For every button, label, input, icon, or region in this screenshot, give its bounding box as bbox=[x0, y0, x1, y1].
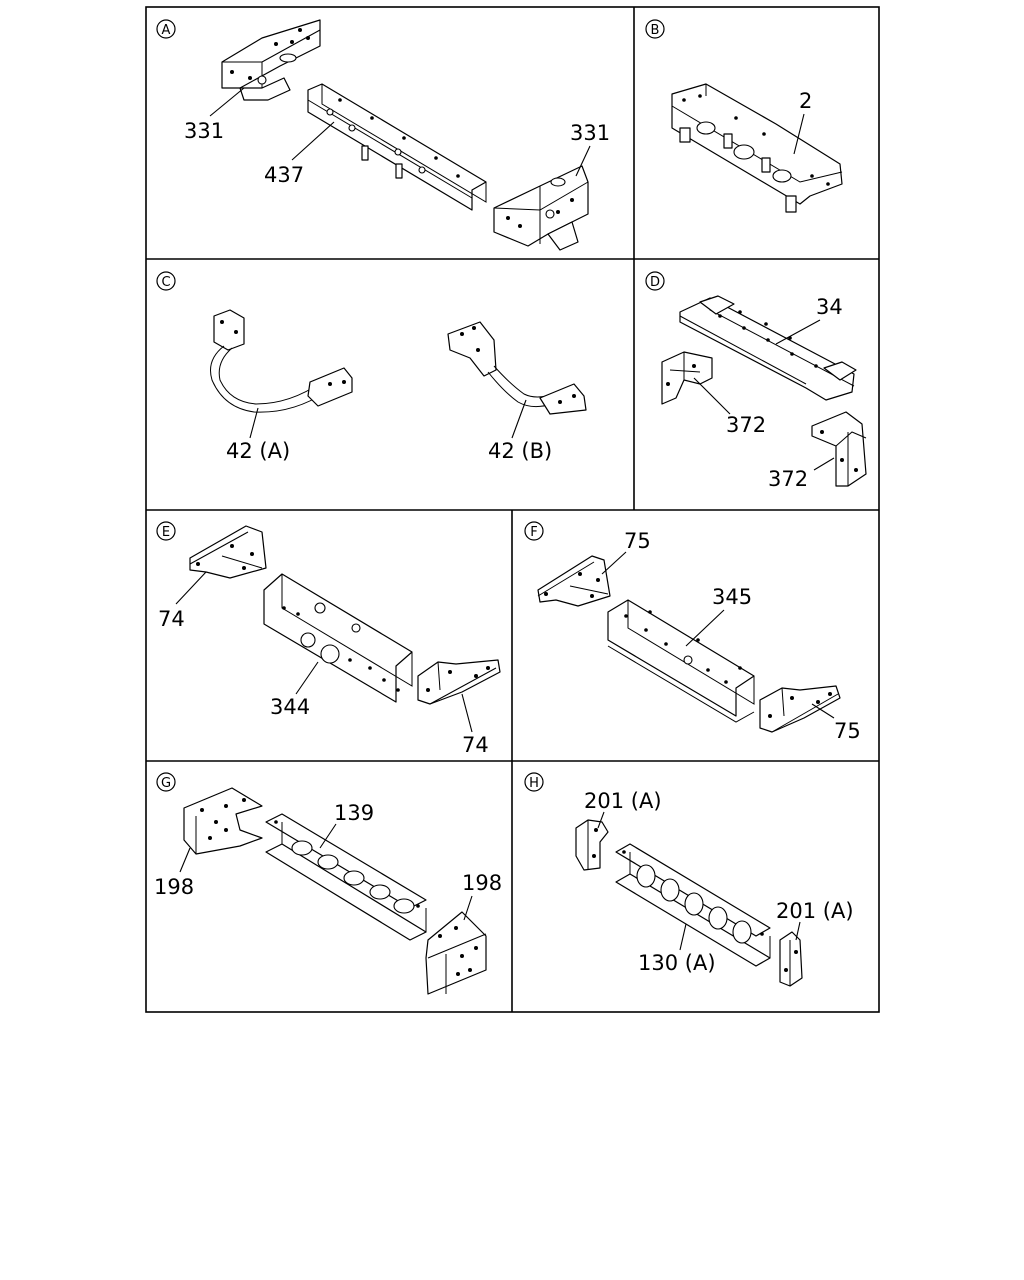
part-42a-drawing bbox=[210, 309, 353, 413]
panel-d: D 34 bbox=[645, 271, 867, 491]
label-75-lower: 75 bbox=[834, 719, 861, 743]
part-130a-drawing bbox=[615, 843, 771, 967]
panel-a-badge: A bbox=[156, 19, 176, 39]
panel-d-badge-letter: D bbox=[650, 275, 660, 290]
panel-a: A bbox=[156, 19, 610, 251]
part-34-drawing bbox=[679, 295, 857, 401]
leader-372-upper bbox=[693, 377, 731, 415]
label-198-left: 198 bbox=[154, 875, 194, 899]
panel-h-badge: H bbox=[524, 772, 544, 792]
part-74-lower-drawing bbox=[417, 659, 501, 705]
panel-e-badge-letter: E bbox=[162, 525, 170, 540]
leader-34 bbox=[775, 319, 821, 345]
panel-b-badge: B bbox=[645, 19, 665, 39]
leader-345 bbox=[685, 609, 725, 647]
part-344-drawing bbox=[263, 573, 413, 703]
part-74-upper-drawing bbox=[189, 525, 267, 579]
panel-d-badge: D bbox=[645, 271, 665, 291]
panel-f-badge-letter: F bbox=[530, 525, 537, 540]
leader-42a bbox=[249, 407, 259, 439]
part-201a-upper-drawing bbox=[575, 819, 609, 871]
part-331-left-drawing bbox=[221, 19, 321, 101]
panel-f: F 75 345 bbox=[524, 521, 861, 743]
panel-b-badge-letter: B bbox=[651, 23, 660, 38]
leader-372-lower bbox=[813, 457, 835, 471]
label-331-left: 331 bbox=[184, 119, 224, 143]
part-372-lower-drawing bbox=[811, 411, 867, 487]
label-344: 344 bbox=[270, 695, 310, 719]
part-75-upper-drawing bbox=[537, 555, 611, 607]
label-2: 2 bbox=[799, 89, 812, 113]
label-139: 139 bbox=[334, 801, 374, 825]
label-372-lower: 372 bbox=[768, 467, 808, 491]
leader-344 bbox=[295, 661, 319, 695]
label-201a-lower: 201 (A) bbox=[776, 899, 854, 923]
label-372-upper: 372 bbox=[726, 413, 766, 437]
label-198-right: 198 bbox=[462, 871, 502, 895]
panel-e: E 74 344 bbox=[156, 521, 501, 757]
part-2-drawing bbox=[671, 83, 843, 213]
leader-198-left bbox=[179, 847, 191, 873]
leader-201a-lower bbox=[795, 921, 801, 941]
leader-198-right bbox=[463, 895, 473, 921]
panel-c: C 42 (A) 42 (B) bbox=[156, 271, 587, 463]
label-75-upper: 75 bbox=[624, 529, 651, 553]
label-201a-upper: 201 (A) bbox=[584, 789, 662, 813]
leader-75-upper bbox=[601, 551, 627, 575]
label-437: 437 bbox=[264, 163, 304, 187]
leader-74-upper bbox=[175, 571, 207, 605]
leader-42b bbox=[511, 399, 527, 439]
label-130a: 130 (A) bbox=[638, 951, 716, 975]
panel-a-badge-letter: A bbox=[162, 23, 171, 38]
panel-g-badge: G bbox=[156, 772, 176, 792]
part-345-drawing bbox=[607, 599, 755, 723]
panel-c-badge-letter: C bbox=[161, 275, 170, 290]
panel-f-badge: F bbox=[524, 521, 544, 541]
panel-g-badge-letter: G bbox=[161, 776, 171, 791]
leader-331-right bbox=[575, 145, 591, 177]
panel-g: G 139 bbox=[154, 772, 502, 995]
panel-h-badge-letter: H bbox=[529, 776, 539, 791]
part-437-drawing bbox=[307, 83, 487, 211]
part-198-right-drawing bbox=[425, 911, 487, 995]
part-331-right-drawing bbox=[493, 165, 589, 251]
part-372-upper-drawing bbox=[661, 351, 713, 405]
leader-139 bbox=[319, 823, 337, 849]
part-42b-drawing bbox=[447, 321, 587, 415]
label-34: 34 bbox=[816, 295, 843, 319]
panel-e-badge: E bbox=[156, 521, 176, 541]
part-75-lower-drawing bbox=[759, 685, 841, 733]
leader-331-left bbox=[209, 87, 245, 117]
leader-74-lower bbox=[461, 693, 473, 733]
label-42a: 42 (A) bbox=[226, 439, 290, 463]
leader-130a bbox=[679, 923, 687, 951]
leader-2 bbox=[793, 113, 805, 155]
panel-b: B 2 bbox=[645, 19, 843, 213]
leader-201a-upper bbox=[597, 811, 605, 829]
label-331-right: 331 bbox=[570, 121, 610, 145]
label-42b: 42 (B) bbox=[488, 439, 552, 463]
leader-75-lower bbox=[811, 703, 835, 719]
panel-c-badge: C bbox=[156, 271, 176, 291]
label-74-upper: 74 bbox=[158, 607, 185, 631]
label-345: 345 bbox=[712, 585, 752, 609]
part-201a-lower-drawing bbox=[779, 931, 803, 987]
part-139-drawing bbox=[265, 813, 427, 941]
leader-437 bbox=[291, 121, 335, 161]
part-198-left-drawing bbox=[183, 787, 263, 855]
label-74-lower: 74 bbox=[462, 733, 489, 757]
panel-h: H 201 (A) 201 (A) 130 ( bbox=[524, 772, 854, 987]
